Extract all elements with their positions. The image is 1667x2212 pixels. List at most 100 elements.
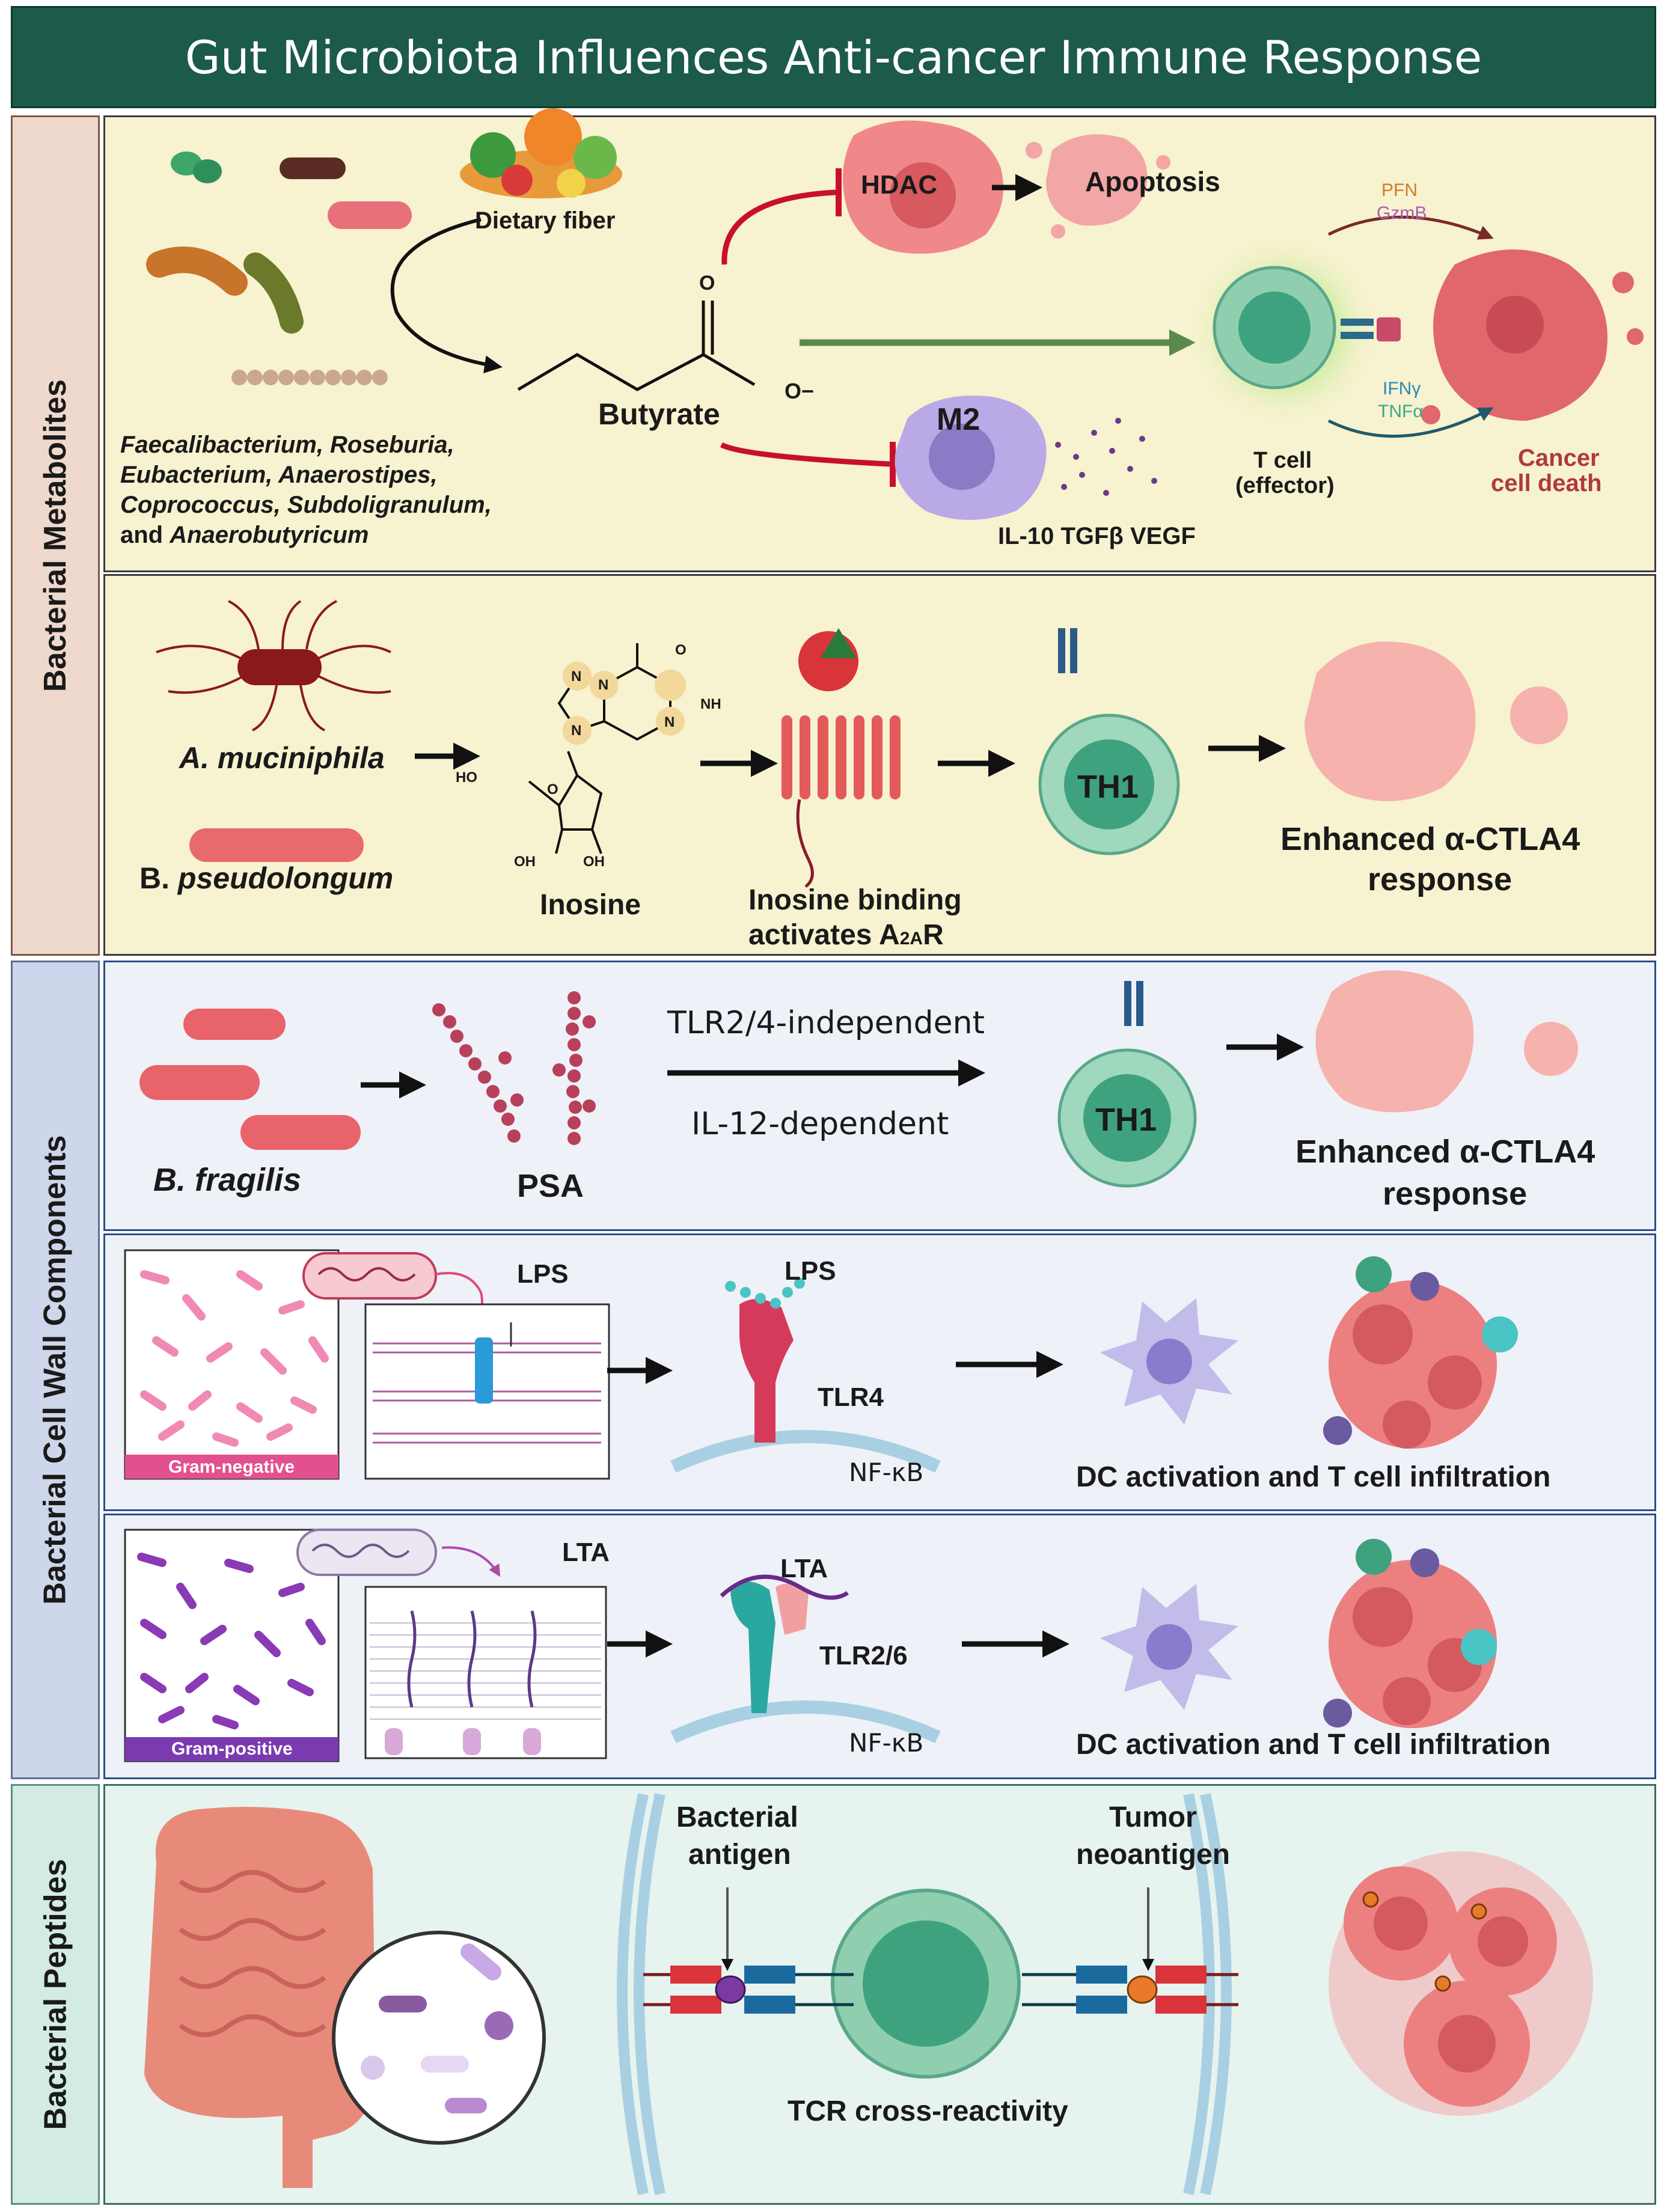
th1-cell-inosine: [1038, 628, 1180, 855]
tumor-infiltration-lps: [1323, 1256, 1518, 1449]
butyrate-bacteria-line-1: Faecalibacterium, Roseburia,: [120, 432, 454, 458]
atom-ho: HO: [456, 769, 477, 786]
section-tab-cell-wall: Bacterial Cell Wall Components: [11, 961, 100, 1779]
microbiota-magnifier: [332, 1931, 546, 2145]
atom-nh: NH: [700, 696, 721, 712]
bacterium-green-pair-2: [193, 159, 222, 183]
fiber-to-butyrate-arrow: [390, 218, 503, 374]
a-muciniphila-bacterium: [156, 600, 391, 732]
lta-membrane-label: LTA: [562, 1538, 610, 1567]
pfn-gzmb-arrow: [1327, 215, 1494, 240]
gram-negative-label: Gram-negative: [168, 1457, 295, 1477]
tcr-cross-reactive-tcell: [831, 1889, 1021, 2079]
tumor-neoantigen-line-1: Tumor: [1109, 1801, 1197, 1833]
tnfa-label: TNFα: [1378, 402, 1424, 421]
inosine-binding-line-1: Inosine binding: [748, 884, 962, 916]
tumor-large-1: [1305, 641, 1476, 801]
receptor-r-text: R: [923, 919, 944, 951]
bacterial-antigen-synapse: [643, 1887, 854, 2014]
gram-negative-slide: [124, 1249, 340, 1480]
lps-membrane-label: LPS: [517, 1259, 569, 1289]
tumor-large-2: [1315, 970, 1474, 1113]
cancer-cell-death: [1421, 249, 1644, 424]
bacterium-chain: [231, 370, 388, 385]
th1-cell-psa: [1057, 981, 1197, 1188]
th1-label-inosine: TH1: [1077, 769, 1139, 805]
enhanced-response-line-2-psa: response: [1383, 1176, 1528, 1212]
dendritic-cell-lta: [1100, 1584, 1238, 1710]
anaerobutyricum-text: Anaerobutyricum: [170, 522, 369, 548]
section-tab-metabolites: Bacterial Metabolites: [11, 115, 100, 956]
gram-positive-membrane: [364, 1586, 607, 1759]
m2-cytokines-label: IL-10 TGFβ VEGF: [998, 523, 1196, 549]
butyrate-bacteria-line-2: Eubacterium, Anaerostipes,: [120, 462, 438, 488]
dc-outcome-label-lps: DC activation and T cell infiltration: [1076, 1461, 1551, 1493]
atom-oh-2: OH: [583, 854, 605, 870]
gram-negative-membrane: [364, 1303, 610, 1480]
ifng-label: IFNγ: [1383, 379, 1421, 399]
t-cell-label-line-1: T cell: [1253, 448, 1312, 473]
tlr26-label: TLR2/6: [819, 1641, 908, 1670]
gram-positive-bacterium-inset: [296, 1529, 501, 1577]
butyrate-bacteria-line-3: Coprococcus, Subdoligranulum,: [120, 492, 492, 518]
bacterial-antigen-line-2: antigen: [688, 1839, 791, 1871]
butyrate-molecule: [517, 301, 756, 391]
effector-t-cell: [1187, 234, 1380, 427]
intestine-illustration: [144, 1807, 376, 2188]
hdac-label: HDAC: [861, 170, 938, 200]
enhanced-response-line-2-inosine: response: [1368, 861, 1513, 897]
atom-n-2: N: [664, 714, 675, 730]
title-bar: Gut Microbiota Influences Anti-cancer Im…: [11, 6, 1656, 108]
apoptosis-cell: [1026, 134, 1170, 239]
activates-text: activates A: [748, 919, 900, 951]
gram-positive-label: Gram-positive: [171, 1739, 293, 1759]
pfn-label: PFN: [1381, 180, 1418, 200]
cancer-death-label-line-2: cell death: [1491, 470, 1602, 496]
enhanced-response-line-1-psa: Enhanced α-CTLA4: [1295, 1134, 1595, 1170]
tlr4-label: TLR4: [818, 1382, 884, 1412]
lta-receptor-label: LTA: [780, 1554, 828, 1583]
psa-label: PSA: [517, 1168, 584, 1204]
inhibit-m2-line: [720, 442, 890, 467]
ifng-tnfa-arrow: [1327, 407, 1494, 438]
butyrate-label: Butyrate: [598, 397, 720, 431]
enhanced-response-line-1-inosine: Enhanced α-CTLA4: [1280, 821, 1580, 857]
atom-oh-1: OH: [514, 854, 536, 870]
atom-n-4: N: [571, 723, 582, 739]
bacterium-olive-curved: [243, 252, 304, 334]
b-pseudolongum-bacterium: [189, 828, 364, 862]
psa-chain-2: [552, 991, 596, 1145]
lps-receptor-label: LPS: [785, 1256, 836, 1286]
a2a-receptor: [782, 628, 901, 888]
t-cell-label-line-2: (effector): [1235, 473, 1335, 498]
inosine-label: Inosine: [540, 889, 641, 921]
bacterial-antigen-line-1: Bacterial: [676, 1801, 798, 1833]
butyrate-bacteria-line-4: and Anaerobutyricum: [120, 522, 369, 549]
bacterium-brown-rod: [280, 157, 346, 179]
hdac-cell: [843, 120, 1004, 254]
nfkb-label-lta: NF-κB: [849, 1728, 924, 1758]
atom-o-top: O: [675, 642, 687, 658]
dendritic-cell-lps: [1100, 1298, 1238, 1425]
inhibit-hdac-line: [721, 189, 836, 265]
tumor-neoantigen-synapse: [1022, 1887, 1238, 2014]
a-muciniphila-label: A. muciniphila: [179, 741, 385, 775]
gram-positive-slide: [124, 1529, 340, 1762]
il12-dependent-label: IL-12-dependent: [691, 1106, 949, 1142]
tcr-synapse: [1341, 317, 1401, 341]
tlr4-receptor: [670, 1278, 941, 1473]
a2a-subscript: 2A: [899, 929, 923, 949]
cancer-death-label-line-1: Cancer: [1518, 445, 1600, 471]
b-fragilis-bacteria: [139, 1009, 361, 1150]
inosine-atom-highlights: [563, 662, 686, 745]
page-title: Gut Microbiota Influences Anti-cancer Im…: [185, 30, 1482, 84]
membrane-curves: [617, 1793, 1232, 2195]
b-pseudolongum-prefix: B.: [139, 861, 178, 895]
m2-label: M2: [937, 402, 980, 437]
nfkb-label-lps: NF-κB: [849, 1458, 924, 1487]
tlr-independent-label: TLR2/4-independent: [667, 1005, 985, 1041]
b-fragilis-label: B. fragilis: [153, 1162, 302, 1198]
bacterium-orange-curved: [146, 246, 248, 296]
atom-n-3: N: [571, 668, 582, 685]
